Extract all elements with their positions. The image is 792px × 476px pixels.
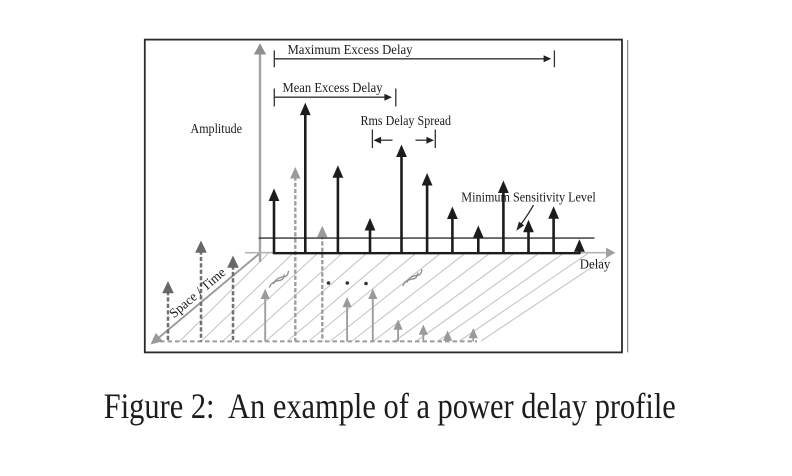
- svg-text:Minimum Sensitivity Level: Minimum Sensitivity Level: [461, 189, 596, 204]
- svg-text:Maximum Excess Delay: Maximum Excess Delay: [288, 42, 413, 57]
- svg-text:Figure 2: An example of a pow: Figure 2: An example of a power delay pr…: [104, 386, 676, 426]
- svg-text:Delay: Delay: [580, 257, 611, 272]
- svg-text:Mean Excess Delay: Mean Excess Delay: [283, 80, 383, 95]
- svg-text:Rms Delay Spread: Rms Delay Spread: [361, 113, 452, 128]
- svg-text:Space / Time: Space / Time: [166, 265, 228, 321]
- svg-text:Amplitude: Amplitude: [191, 121, 243, 136]
